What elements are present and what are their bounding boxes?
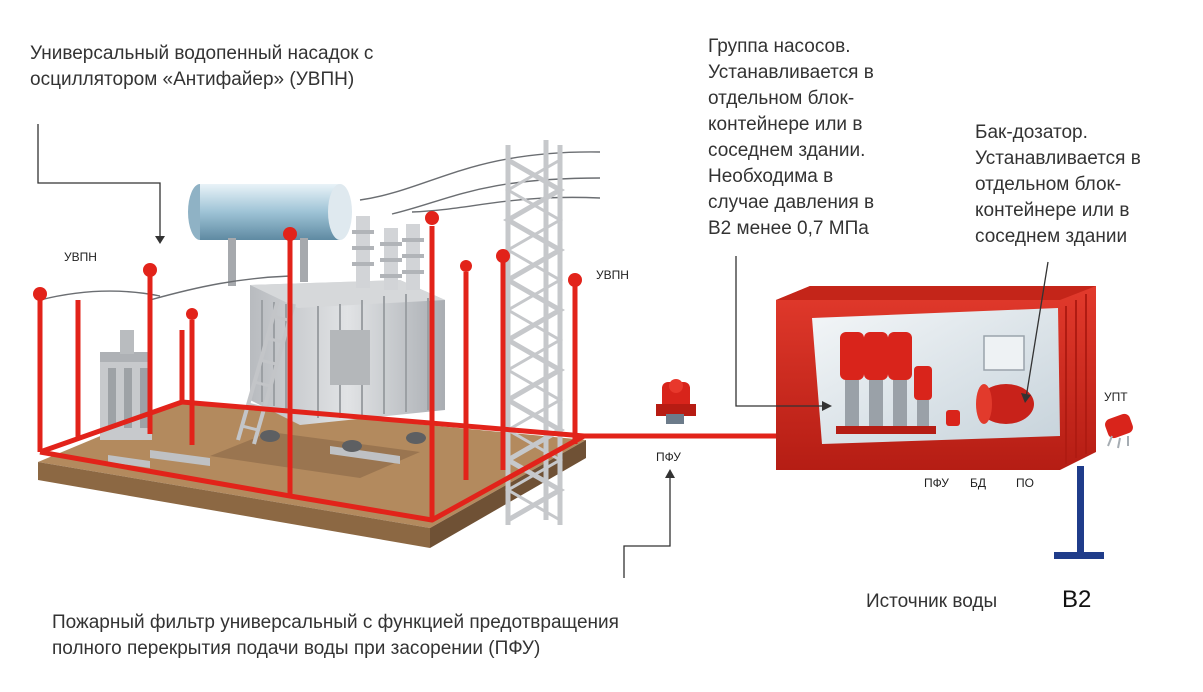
water-source-label: Источник воды xyxy=(866,591,998,612)
leader-arrowheads xyxy=(155,236,1031,478)
nozzle-heads xyxy=(33,211,582,320)
auxiliary-transformer xyxy=(100,330,152,440)
dosing-tank-callout: Бак-дозатор. Устанавливается в отдельном… xyxy=(975,122,1141,247)
b2-label: В2 xyxy=(1062,586,1092,613)
pump-group-callout: Группа насосов. Устанавливается в отдель… xyxy=(708,36,875,239)
filter-callout: Пожарный фильтр универсальный с функцией… xyxy=(52,612,619,659)
bd-box-label: БД xyxy=(970,476,987,490)
upt-label: УПТ xyxy=(1104,390,1128,404)
insulators xyxy=(352,216,424,290)
leader-lines xyxy=(37,124,1049,578)
dosing-tank xyxy=(946,335,1034,426)
pfu-pipe-label: ПФУ xyxy=(656,450,681,464)
uvpn-label-right: УВПН xyxy=(596,268,629,282)
uvpn-label-left: УВПН xyxy=(64,250,97,264)
nozzle-callout: Универсальный водопенный насадок с осцил… xyxy=(30,43,374,90)
upt-device xyxy=(1105,413,1133,449)
pfu-filter-device xyxy=(656,379,696,424)
equipment-container xyxy=(776,286,1096,470)
pfu-box-label: ПФУ xyxy=(924,476,949,490)
power-transformer xyxy=(188,184,445,452)
fire-pipe-network xyxy=(37,226,780,523)
po-box-label: ПО xyxy=(1016,476,1034,490)
pump-group xyxy=(836,332,936,434)
water-source-symbol xyxy=(1054,466,1104,559)
